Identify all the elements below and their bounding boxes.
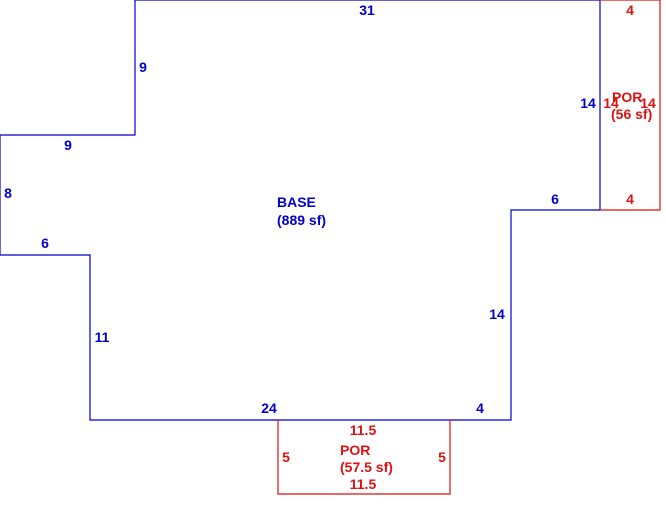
porch-bottom-dim-left: 5 bbox=[282, 449, 290, 465]
porch-bottom-outline bbox=[277, 420, 451, 495]
porch-bottom-dim-bottom: 11.5 bbox=[350, 476, 377, 492]
base-dim-right-upper: 14 bbox=[580, 95, 596, 111]
base-area: (889 sf) bbox=[277, 212, 326, 228]
porch-right-dim-top: 4 bbox=[626, 2, 634, 18]
base-dim-left-upper: 9 bbox=[139, 59, 147, 75]
porch-right-dim-right: 14 bbox=[640, 95, 656, 111]
porch-bottom-dim-top: 11.5 bbox=[350, 422, 377, 438]
porch-right-outline bbox=[600, 0, 661, 211]
base-dim-bottom: 24 bbox=[261, 400, 277, 416]
base-dim-right-lower: 14 bbox=[489, 306, 505, 322]
base-dim-top: 31 bbox=[359, 2, 375, 18]
porch-right-area: (56 sf) bbox=[611, 106, 652, 122]
porch-right-dim-bottom: 4 bbox=[626, 191, 634, 207]
porch-bottom-name: POR bbox=[340, 442, 370, 458]
base-dim-step-left-lower: 6 bbox=[41, 235, 49, 251]
base-dim-bottom-right: 4 bbox=[476, 400, 484, 416]
porch-right-dim-left: 14 bbox=[603, 95, 619, 111]
base-dim-left-lower: 11 bbox=[95, 329, 110, 345]
base-name: BASE bbox=[277, 194, 316, 210]
base-dim-step-right: 6 bbox=[551, 191, 559, 207]
porch-right-name: POR bbox=[612, 89, 642, 105]
porch-bottom-area: (57.5 sf) bbox=[340, 459, 393, 475]
base-dim-step-left-upper: 9 bbox=[64, 137, 72, 153]
porch-bottom-dim-right: 5 bbox=[438, 449, 446, 465]
base-dim-left: 8 bbox=[4, 185, 12, 201]
base-outline bbox=[0, 0, 601, 421]
